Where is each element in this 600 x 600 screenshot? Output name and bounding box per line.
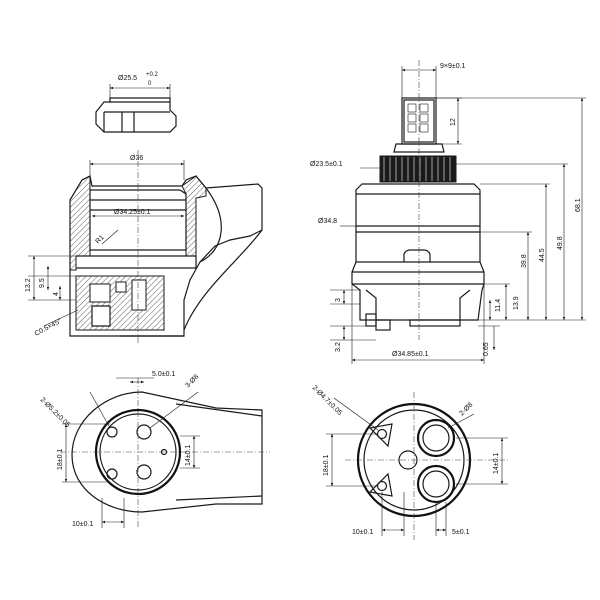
- dim-10-left: 10±0.1: [72, 521, 93, 528]
- dim-12: 12: [450, 118, 457, 126]
- housing-plan-view: [60, 377, 270, 528]
- cartridge-bottom-view: [326, 392, 510, 540]
- dim-5-right: 5±0.1: [452, 529, 470, 536]
- dim-49-8: 49.8: [557, 236, 564, 250]
- dim-18-left: 18±0.1: [57, 449, 64, 470]
- dim-13-9: 13.9: [513, 296, 520, 310]
- dim-dia-34-25: Ø34.25±0.1: [114, 209, 151, 216]
- dim-holes-large: 3-Ø8: [184, 373, 200, 389]
- dim-dia-34-8: Ø34.8: [318, 218, 337, 225]
- dim-dia-34-85: Ø34.85±0.1: [392, 351, 429, 358]
- dim-3-2: 3.2: [335, 342, 342, 352]
- dim-68-1: 68.1: [575, 198, 582, 212]
- dim-dia-23-5: Ø23.5±0.1: [310, 161, 343, 168]
- dim-4: 4: [53, 292, 60, 296]
- dim-tol-upper: +0.2: [146, 72, 159, 78]
- dim-44-5: 44.5: [539, 248, 546, 262]
- section-view: [28, 150, 263, 345]
- dim-0-65: 0.65: [483, 342, 490, 356]
- dim-5-0: 5.0±0.1: [152, 371, 175, 378]
- dim-r1: R1: [94, 234, 105, 245]
- dim-9-5: 9.5: [39, 278, 46, 288]
- dim-14-left: 14±0.1: [185, 445, 192, 466]
- cartridge-side-view: [330, 60, 586, 364]
- dim-10-right: 10±0.1: [352, 529, 373, 536]
- dim-dia-36: Ø36: [130, 155, 143, 162]
- small-part-view: [95, 84, 177, 133]
- dim-18-right: 18±0.1: [323, 455, 330, 476]
- dim-dia-25-5: Ø25.5: [118, 75, 137, 82]
- dim-39-8: 39.8: [521, 254, 528, 268]
- dim-chamfer: C0.5×45°: [33, 317, 63, 338]
- dim-11-4: 11.4: [495, 299, 502, 312]
- dim-3: 3: [335, 298, 342, 302]
- dim-stem-9x9: 9×9±0.1: [440, 63, 466, 70]
- dim-tol-lower: 0: [148, 81, 152, 87]
- dim-14-right: 14±0.1: [493, 453, 500, 474]
- dim-13-2: 13.2: [25, 278, 32, 292]
- dim-holes-small: 2-Ø5.2±0.05: [39, 396, 72, 429]
